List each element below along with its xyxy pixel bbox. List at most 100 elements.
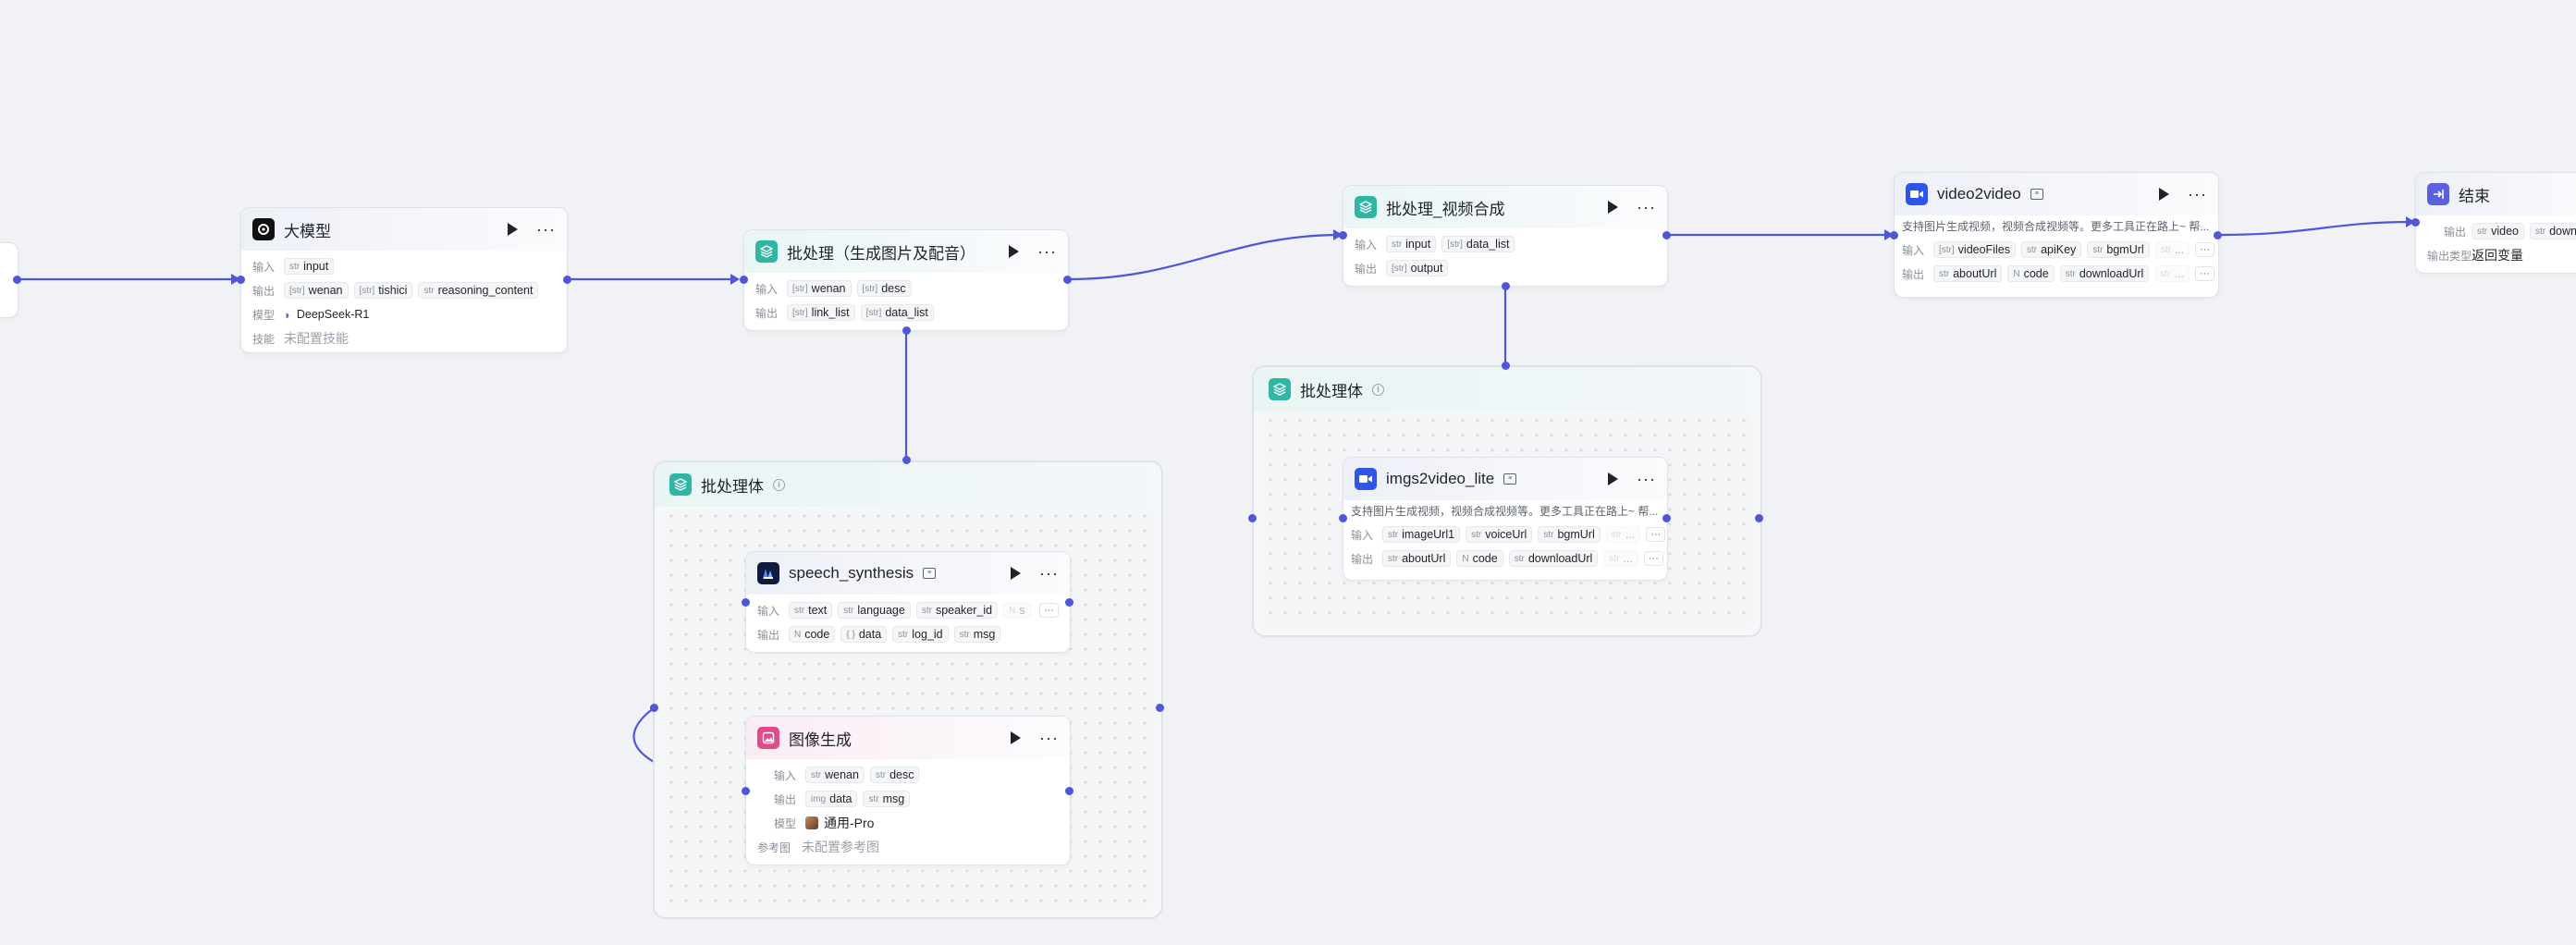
node-header: 大模型 ··· bbox=[241, 208, 567, 251]
run-icon[interactable] bbox=[2159, 188, 2170, 201]
port-dot[interactable] bbox=[742, 598, 750, 607]
port-dot[interactable] bbox=[1662, 514, 1671, 522]
more-icon[interactable]: ··· bbox=[1039, 564, 1059, 583]
run-icon[interactable] bbox=[1011, 567, 1022, 580]
more-icon[interactable]: ··· bbox=[536, 220, 556, 239]
expand-params-button[interactable]: ··· bbox=[1646, 527, 1666, 542]
port-dot[interactable] bbox=[1339, 514, 1347, 522]
expand-params-button[interactable]: ··· bbox=[2194, 266, 2214, 281]
more-icon[interactable]: ··· bbox=[1637, 470, 1656, 488]
node-header: video2video ≡ ··· bbox=[1895, 173, 2218, 215]
param-tag: str... bbox=[2154, 241, 2190, 258]
node-title: 大模型 bbox=[284, 222, 331, 240]
port-dot[interactable] bbox=[2214, 231, 2222, 239]
port-dot[interactable] bbox=[740, 276, 748, 284]
expand-params-button[interactable]: ··· bbox=[1039, 603, 1059, 618]
run-icon[interactable] bbox=[1011, 731, 1022, 744]
plugin-badge-icon: ≡ bbox=[923, 568, 937, 579]
port-dot[interactable] bbox=[1339, 231, 1347, 239]
batch-image-audio-node[interactable]: 批处理（生成图片及配音） ··· 输入 [str]wenan [str]desc… bbox=[743, 229, 1069, 331]
node-title: video2video bbox=[1937, 185, 2021, 202]
node-header: 批处理（生成图片及配音） ··· bbox=[744, 230, 1068, 273]
output-type-value: 返回变量 bbox=[2472, 248, 2523, 263]
port-dot[interactable] bbox=[1065, 787, 1073, 795]
model-name: 通用-Pro bbox=[824, 816, 875, 830]
layers-icon bbox=[669, 473, 692, 496]
port-dot[interactable] bbox=[902, 456, 911, 464]
param-tag: [str]videoFiles bbox=[1933, 241, 2016, 258]
info-icon[interactable]: i bbox=[773, 478, 785, 491]
group-title: 批处理体 bbox=[701, 477, 764, 496]
param-tag: [str]link_list bbox=[787, 304, 855, 321]
video2video-node[interactable]: video2video ≡ ··· 支持图片生成视频，视频合成视频等。更多工具正… bbox=[1894, 172, 2219, 298]
port-dot[interactable] bbox=[2411, 218, 2420, 227]
port-dot[interactable] bbox=[1156, 704, 1164, 712]
skill-value: 未配置技能 bbox=[284, 331, 349, 346]
more-icon[interactable]: ··· bbox=[2188, 185, 2207, 203]
more-icon[interactable]: ··· bbox=[1039, 729, 1059, 747]
node-header: imgs2video_lite ≡ ··· bbox=[1343, 458, 1667, 500]
port-dot[interactable] bbox=[1065, 598, 1073, 607]
port-dot[interactable] bbox=[563, 276, 571, 284]
output-type-row: 输出类型 返回变量 bbox=[2427, 248, 2523, 263]
port-dot[interactable] bbox=[1063, 276, 1072, 284]
model-row: 模型 通用-Pro bbox=[773, 816, 875, 830]
run-icon[interactable] bbox=[1009, 245, 1020, 258]
port-dot[interactable] bbox=[1755, 514, 1763, 522]
port-dot[interactable] bbox=[237, 276, 245, 284]
group-header: 批处理体 i bbox=[655, 462, 1161, 507]
imgs2video-lite-node[interactable]: imgs2video_lite ≡ ··· 支持图片生成视频，视频合成视频等。更… bbox=[1343, 457, 1668, 581]
port-dot[interactable] bbox=[13, 276, 21, 284]
run-icon[interactable] bbox=[508, 223, 519, 236]
expand-params-button[interactable]: ··· bbox=[1643, 551, 1663, 566]
port-dot[interactable] bbox=[1662, 231, 1671, 239]
more-icon[interactable]: ··· bbox=[1637, 198, 1656, 216]
port-dot[interactable] bbox=[1502, 362, 1510, 370]
port-dot[interactable] bbox=[1890, 231, 1898, 239]
port-dot[interactable] bbox=[902, 326, 911, 335]
port-dot[interactable] bbox=[742, 787, 750, 795]
port-dot[interactable] bbox=[1248, 514, 1257, 522]
node-header: 结束 bbox=[2416, 173, 2576, 215]
wire-video2video-end bbox=[2218, 220, 2414, 237]
port-dot[interactable] bbox=[650, 704, 658, 712]
param-tag: [str]data_list bbox=[860, 304, 934, 321]
info-icon[interactable]: i bbox=[1372, 383, 1384, 396]
run-icon[interactable] bbox=[1608, 201, 1619, 214]
run-icon[interactable] bbox=[1608, 472, 1619, 485]
port-dot[interactable] bbox=[1502, 282, 1510, 290]
reference-value: 未配置参考图 bbox=[802, 840, 879, 854]
node-header: 图像生成 ··· bbox=[746, 717, 1070, 759]
param-tag: [str]desc bbox=[856, 280, 912, 297]
more-icon[interactable]: ··· bbox=[1037, 242, 1057, 261]
group-header: 批处理体 i bbox=[1254, 367, 1760, 411]
expand-params-button[interactable]: ··· bbox=[2195, 242, 2215, 257]
model-icon bbox=[252, 218, 275, 240]
batch-body-group-left[interactable]: 批处理体 i bbox=[653, 460, 1163, 919]
model-thumbnail-icon bbox=[805, 816, 818, 829]
